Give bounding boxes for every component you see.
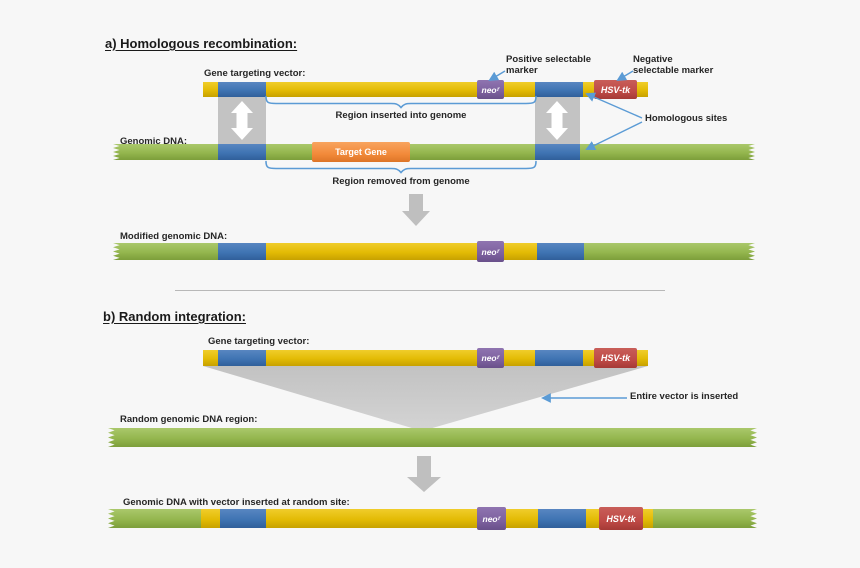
neo-marker-label: neo bbox=[481, 246, 497, 257]
dna-frayed-end-right bbox=[744, 144, 755, 160]
hsv-tk-marker: HSV-tk bbox=[599, 507, 643, 530]
genomic-dna-strand bbox=[123, 144, 745, 160]
hsv-tk-marker-label: HSV-tk bbox=[600, 353, 631, 363]
random-genomic-region-label: Random genomic DNA region: bbox=[120, 414, 258, 425]
hsv-tk-marker-label: HSV-tk bbox=[600, 84, 631, 95]
target-gene-label: Target Gene bbox=[335, 147, 387, 157]
recombination-band-left bbox=[218, 97, 266, 144]
genomic-dna-bar: Target Gene bbox=[113, 142, 755, 162]
gene-targeting-vector-label-b: Gene targeting vector: bbox=[208, 336, 310, 347]
dna-frayed-end-left bbox=[113, 144, 124, 160]
positive-marker-arrow bbox=[488, 70, 506, 82]
gene-targeting-vector-label-a: Gene targeting vector: bbox=[204, 68, 306, 79]
hsv-tk-marker-label: HSV-tk bbox=[606, 513, 636, 524]
homology-arm-right bbox=[538, 509, 586, 528]
neo-marker-label: neo bbox=[481, 353, 497, 363]
recombination-band-right bbox=[535, 97, 580, 144]
homologous-site-left bbox=[218, 243, 266, 260]
hsv-tk-marker: HSV-tk bbox=[594, 80, 637, 99]
dna-frayed-end-right bbox=[746, 509, 757, 528]
homologous-site-left bbox=[218, 144, 266, 160]
homology-arm-left bbox=[220, 509, 266, 528]
dna-frayed-end-right bbox=[744, 243, 755, 260]
homologous-sites-label: Homologous sites bbox=[645, 113, 728, 124]
result-dna-label: Genomic DNA with vector inserted at rand… bbox=[123, 497, 350, 508]
hsv-tk-marker: HSV-tk bbox=[594, 348, 637, 368]
region-inserted-label: Region inserted into genome bbox=[335, 110, 467, 121]
down-arrow-b-icon bbox=[407, 456, 441, 492]
section-a-title: a) Homologous recombination: bbox=[105, 36, 298, 51]
negative-selectable-marker-label: Negative selectable marker bbox=[633, 54, 714, 76]
inserted-vector-region bbox=[266, 243, 537, 260]
down-arrow-a-icon bbox=[402, 194, 430, 226]
homology-arm-left bbox=[218, 350, 266, 366]
region-removed-brace bbox=[265, 160, 537, 174]
dna-frayed-end-left bbox=[113, 243, 124, 260]
dna-frayed-end-left bbox=[108, 428, 119, 447]
random-dna-strand bbox=[118, 428, 747, 447]
neo-marker-label: neo bbox=[482, 513, 498, 524]
vector-insertion-funnel bbox=[203, 366, 648, 431]
dna-frayed-end-right bbox=[746, 428, 757, 447]
homologous-site-right bbox=[535, 144, 580, 160]
homology-arm-left bbox=[218, 82, 266, 97]
dna-frayed-end-left bbox=[108, 509, 119, 528]
modified-genomic-dna-label: Modified genomic DNA: bbox=[120, 231, 228, 242]
positive-selectable-marker-label: Positive selectable marker bbox=[506, 54, 592, 76]
target-gene-marker: Target Gene bbox=[312, 142, 410, 162]
section-divider bbox=[175, 290, 665, 291]
homology-arm-right bbox=[535, 82, 583, 97]
negative-marker-arrow bbox=[616, 70, 634, 82]
section-b-title: b) Random integration: bbox=[103, 309, 246, 324]
homology-arm-right bbox=[535, 350, 583, 366]
random-genomic-dna-bar bbox=[108, 428, 757, 447]
homologous-site-right bbox=[537, 243, 584, 260]
entire-vector-inserted-label: Entire vector is inserted bbox=[630, 391, 739, 402]
region-removed-label: Region removed from genome bbox=[332, 176, 470, 187]
neo-marker-label: neo bbox=[481, 84, 497, 95]
genomic-dna-label: Genomic DNA: bbox=[120, 136, 188, 147]
